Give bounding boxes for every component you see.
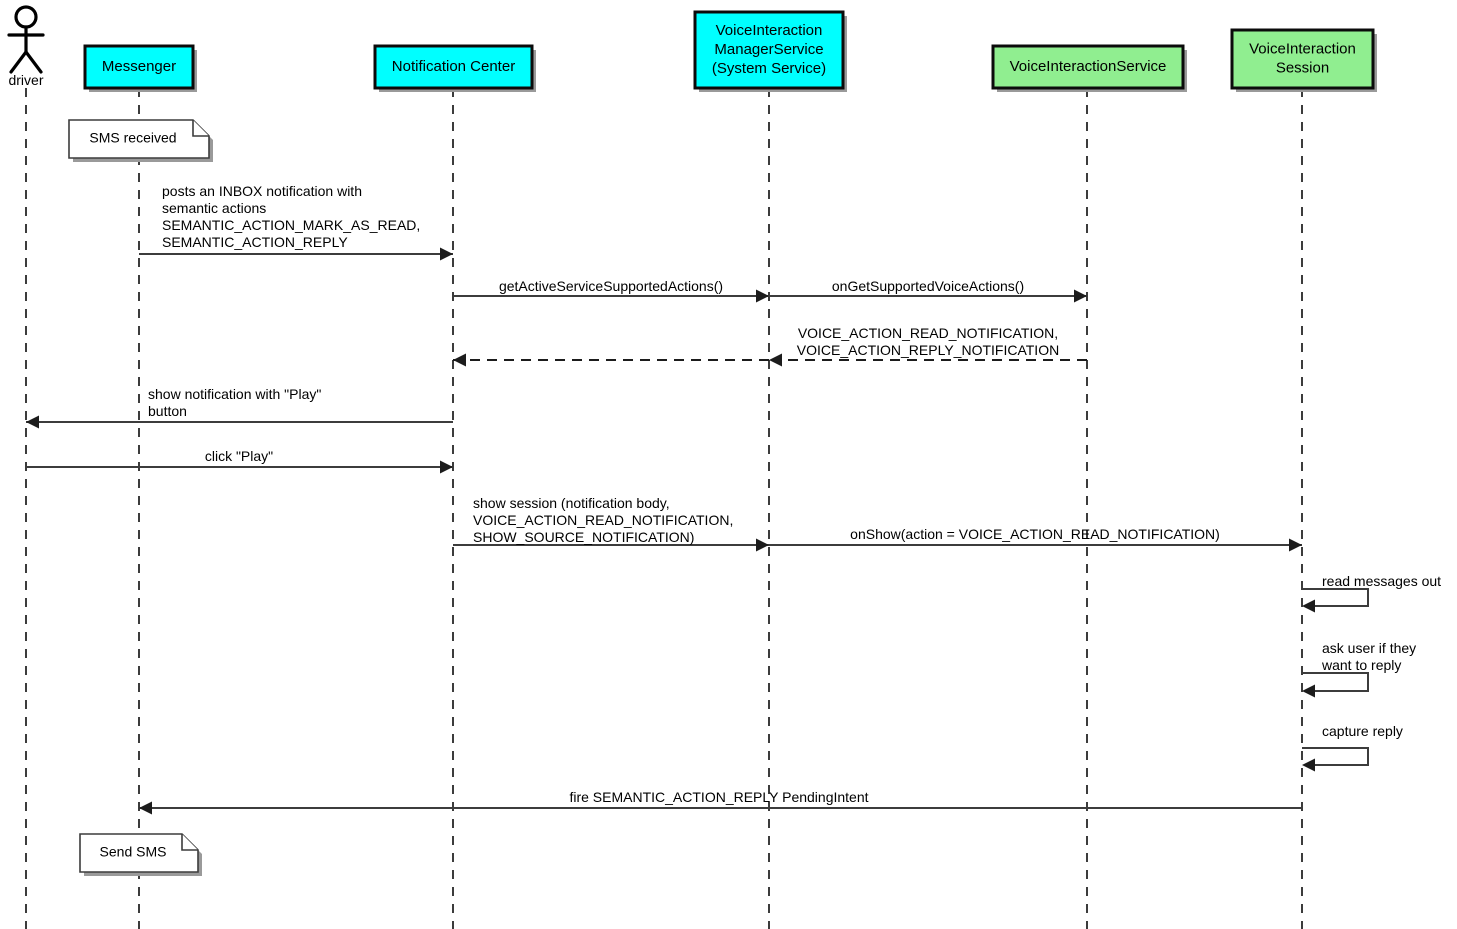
message-label: onShow(action = VOICE_ACTION_READ_NOTIFI… xyxy=(850,526,1220,542)
self-msg-read-messages-out[interactable]: read messages out xyxy=(1302,573,1441,613)
participant-box[interactable] xyxy=(373,44,534,90)
participant-box[interactable] xyxy=(693,10,845,90)
actor-label: driver xyxy=(8,72,43,88)
message-label: getActiveServiceSupportedActions() xyxy=(499,278,723,294)
actor-head-icon xyxy=(14,5,38,29)
message-arrowhead xyxy=(1289,538,1302,552)
participant-notification-center[interactable]: Notification Center xyxy=(373,44,536,92)
self-message-label: want to reply xyxy=(1321,657,1401,673)
self-message-line xyxy=(1302,747,1369,766)
self-message-arrowhead xyxy=(1302,599,1315,613)
msg-on-get-supported-voice-actions[interactable]: onGetSupportedVoiceActions() xyxy=(769,278,1087,303)
participant-voice-interaction-service[interactable]: VoiceInteractionService xyxy=(991,44,1187,92)
participant-label: VoiceInteraction xyxy=(716,22,823,39)
message-label: show session (notification body, xyxy=(473,495,670,511)
message-label: SEMANTIC_ACTION_MARK_AS_READ, xyxy=(162,217,420,233)
participant-label: Notification Center xyxy=(392,58,515,75)
message-label: VOICE_ACTION_REPLY_NOTIFICATION xyxy=(797,342,1059,358)
participant-box[interactable] xyxy=(1230,28,1375,90)
message-arrowhead xyxy=(440,460,453,474)
message-arrowhead xyxy=(756,289,769,303)
message-arrowhead xyxy=(26,415,39,429)
msg-return-voice-actions[interactable]: VOICE_ACTION_READ_NOTIFICATION,VOICE_ACT… xyxy=(769,325,1087,367)
participants-group: Messenger Notification Center VoiceInterac… xyxy=(83,10,1377,92)
self-message-label: read messages out xyxy=(1322,573,1441,589)
msg-show-session[interactable]: show session (notification body,VOICE_AC… xyxy=(453,495,769,552)
msg-post-inbox-notification[interactable]: posts an INBOX notification withsemantic… xyxy=(139,183,453,261)
note-body xyxy=(68,119,210,159)
note-label: Send SMS xyxy=(100,844,167,860)
note-fold-corner-icon xyxy=(192,120,209,137)
message-arrowhead xyxy=(139,801,152,815)
participant-messenger[interactable]: Messenger xyxy=(83,44,197,92)
message-label: SHOW_SOURCE_NOTIFICATION) xyxy=(473,529,694,545)
msg-on-show[interactable]: onShow(action = VOICE_ACTION_READ_NOTIFI… xyxy=(769,526,1302,552)
participant-label: ManagerService xyxy=(714,41,823,58)
self-message-arrowhead xyxy=(1302,758,1315,772)
msg-click-play[interactable]: click "Play" xyxy=(26,448,453,474)
message-label: VOICE_ACTION_READ_NOTIFICATION, xyxy=(473,512,733,528)
messages-group: posts an INBOX notification withsemantic… xyxy=(26,183,1302,815)
msg-return-voice-actions-to-notification-center[interactable] xyxy=(453,353,769,367)
participant-box[interactable] xyxy=(83,44,195,90)
actor-right-leg-icon xyxy=(24,50,43,74)
self-message-line xyxy=(1302,588,1369,607)
participant-label: VoiceInteractionService xyxy=(1010,58,1167,75)
msg-show-notification-with-play-button[interactable]: show notification with "Play"button xyxy=(26,386,453,429)
message-arrowhead xyxy=(440,247,453,261)
participant-label: Session xyxy=(1276,59,1329,76)
participant-label: (System Service) xyxy=(712,60,826,77)
participant-label: Messenger xyxy=(102,58,176,75)
message-label: SEMANTIC_ACTION_REPLY xyxy=(162,234,348,250)
note-send-sms[interactable]: Send SMS xyxy=(79,833,202,876)
message-arrowhead xyxy=(756,538,769,552)
message-label: posts an INBOX notification with xyxy=(162,183,362,199)
message-label: VOICE_ACTION_READ_NOTIFICATION, xyxy=(798,325,1058,341)
driver-actor[interactable]: driver xyxy=(7,5,45,88)
message-label: onGetSupportedVoiceActions() xyxy=(832,278,1024,294)
message-label: show notification with "Play" xyxy=(148,386,321,402)
actor-left-leg-icon xyxy=(9,50,28,74)
note-fold-corner-icon xyxy=(181,834,198,851)
lifelines-group xyxy=(25,88,1303,929)
msg-get-active-service-supported-actions[interactable]: getActiveServiceSupportedActions() xyxy=(453,278,769,303)
message-label: fire SEMANTIC_ACTION_REPLY PendingIntent xyxy=(569,789,868,805)
msg-fire-semantic-action-reply-pending-intent[interactable]: fire SEMANTIC_ACTION_REPLY PendingIntent xyxy=(139,789,1302,815)
self-msg-capture-reply[interactable]: capture reply xyxy=(1302,723,1403,772)
message-arrowhead xyxy=(453,353,466,367)
note-body xyxy=(79,833,199,873)
participant-box[interactable] xyxy=(991,44,1185,90)
self-message-line xyxy=(1302,672,1369,692)
message-label: click "Play" xyxy=(205,448,273,464)
message-label: semantic actions xyxy=(162,200,266,216)
message-label: button xyxy=(148,403,187,419)
self-message-label: ask user if they xyxy=(1322,640,1416,656)
self-message-arrowhead xyxy=(1302,684,1315,698)
note-sms-received[interactable]: SMS received xyxy=(68,119,213,162)
participant-label: VoiceInteraction xyxy=(1249,40,1356,57)
self-message-label: capture reply xyxy=(1322,723,1403,739)
message-arrowhead xyxy=(769,353,782,367)
note-label: SMS received xyxy=(89,130,176,146)
message-arrowhead xyxy=(1074,289,1087,303)
